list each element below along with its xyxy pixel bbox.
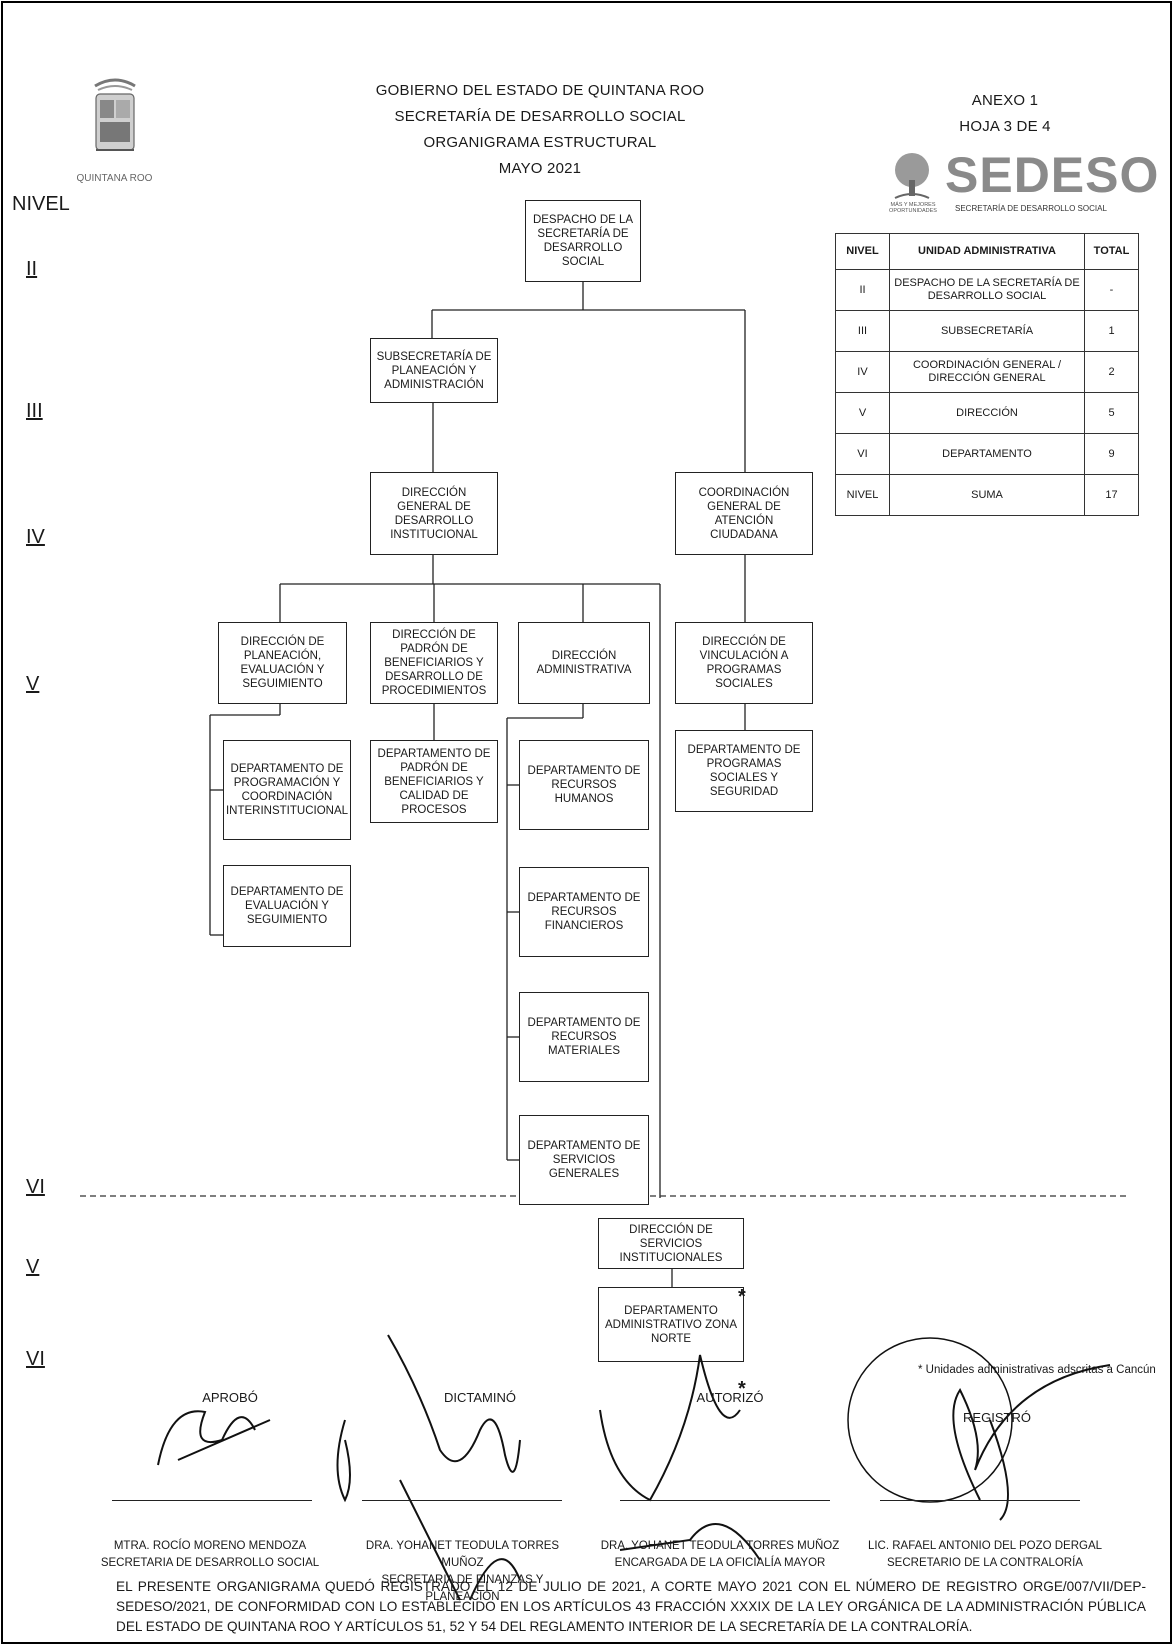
table-cell: DEPARTAMENTO — [889, 433, 1085, 475]
table-row: IV COORDINACIÓN GENERAL / DIRECCIÓN GENE… — [835, 351, 1139, 393]
state-shield-icon — [94, 78, 136, 151]
level-label: IV — [26, 526, 45, 548]
table-row: II DESPACHO DE LA SECRETARÍA DE DESARROL… — [835, 269, 1139, 311]
unit-coordinacion-general: COORDINACIÓN GENERAL DE ATENCIÓN CIUDADA… — [675, 472, 813, 555]
table-cell: 2 — [1084, 351, 1139, 393]
header-line-2: SECRETARÍA DE DESARROLLO SOCIAL — [394, 108, 686, 125]
annex-line-2: HOJA 3 DE 4 — [959, 118, 1051, 135]
table-cell: COORDINACIÓN GENERAL / DIRECCIÓN GENERAL — [889, 351, 1085, 393]
signer-name: DRA. YOHANET TEODULA TORRES MUÑOZ — [365, 1540, 560, 1569]
signature-role: DICTAMINÓ — [444, 1390, 516, 1405]
level-label: V — [26, 1256, 40, 1278]
table-cell: II — [835, 269, 890, 311]
table-cell: IV — [835, 351, 890, 393]
header-line-3: ORGANIGRAMA ESTRUCTURAL — [423, 134, 657, 151]
signature-name: LIC. RAFAEL ANTONIO DEL POZO DERGAL SECR… — [860, 1538, 1110, 1572]
table-cell: 9 — [1084, 433, 1139, 475]
summary-table: NIVEL UNIDAD ADMINISTRATIVA TOTAL II DES… — [835, 233, 1139, 516]
sedeso-tagline: MÁS Y MEJORES OPORTUNIDADES — [889, 202, 937, 214]
unit-dep-recursos-humanos: DEPARTAMENTO DE RECURSOS HUMANOS — [519, 740, 649, 830]
table-row: NIVEL SUMA 17 — [835, 474, 1139, 516]
header-title: GOBIERNO DEL ESTADO DE QUINTANA ROO SECR… — [300, 78, 780, 182]
level-label: VI — [26, 1176, 45, 1198]
table-row: III SUBSECRETARÍA 1 — [835, 310, 1139, 352]
signature-name: DRA. YOHANET TEODULA TORRES MUÑOZ ENCARG… — [600, 1538, 840, 1572]
header-line-1: GOBIERNO DEL ESTADO DE QUINTANA ROO — [375, 82, 705, 99]
signer-title: SECRETARIA DE FINANZAS Y PLANEACIÓN — [381, 1574, 544, 1603]
signer-title: SECRETARIO DE LA CONTRALORÍA — [887, 1557, 1083, 1569]
table-header-cell: TOTAL — [1084, 233, 1139, 270]
annex-label: ANEXO 1 HOJA 3 DE 4 — [930, 88, 1080, 140]
header-line-4: MAYO 2021 — [498, 160, 582, 177]
level-label: V — [26, 673, 40, 695]
unit-dep-evaluacion: DEPARTAMENTO DE EVALUACIÓN Y SEGUIMIENTO — [223, 865, 351, 947]
table-row: VI DEPARTAMENTO 9 — [835, 433, 1139, 475]
sedeso-subtitle: SECRETARÍA DE DESARROLLO SOCIAL — [955, 204, 1107, 213]
unit-dep-recursos-financieros: DEPARTAMENTO DE RECURSOS FINANCIEROS — [519, 867, 649, 957]
signature-name: MTRA. ROCÍO MORENO MENDOZA SECRETARIA DE… — [100, 1538, 320, 1572]
table-cell: - — [1084, 269, 1139, 311]
signer-name: MTRA. ROCÍO MORENO MENDOZA — [113, 1540, 307, 1552]
signature-role: REGISTRÓ — [963, 1410, 1031, 1425]
level-label: VI — [26, 1348, 45, 1370]
unit-dep-servicios-generales: DEPARTAMENTO DE SERVICIOS GENERALES — [519, 1115, 649, 1205]
unit-dep-recursos-materiales: DEPARTAMENTO DE RECURSOS MATERIALES — [519, 992, 649, 1082]
table-cell: 17 — [1084, 474, 1139, 516]
unit-despacho: DESPACHO DE LA SECRETARÍA DE DESARROLLO … — [525, 200, 641, 282]
quintana-roo-caption: QUINTANA ROO — [76, 173, 153, 184]
table-cell: 1 — [1084, 310, 1139, 352]
unit-dir-padron: DIRECCIÓN DE PADRÓN DE BENEFICIARIOS Y D… — [370, 622, 498, 704]
signature-role: AUTORIZÓ — [696, 1390, 764, 1405]
signer-name: LIC. RAFAEL ANTONIO DEL POZO DERGAL — [867, 1540, 1103, 1552]
signature-line — [620, 1500, 830, 1501]
table-header-row: NIVEL UNIDAD ADMINISTRATIVA TOTAL — [835, 233, 1139, 270]
sedeso-brand: SEDESO — [945, 147, 1160, 203]
unit-dep-zona-norte: DEPARTAMENTO ADMINISTRATIVO ZONA NORTE — [598, 1287, 744, 1362]
signature-line — [112, 1500, 312, 1501]
asterisk-mark: * — [738, 1378, 746, 1400]
table-cell: SUBSECRETARÍA — [889, 310, 1085, 352]
signature-role: APROBÓ — [202, 1390, 258, 1405]
unit-dir-vinculacion: DIRECCIÓN DE VINCULACIÓN A PROGRAMAS SOC… — [675, 622, 813, 704]
unit-dep-padron: DEPARTAMENTO DE PADRÓN DE BENEFICIARIOS … — [370, 740, 498, 823]
sedeso-logo: MÁS Y MEJORES OPORTUNIDADES SEDESO SECRE… — [885, 147, 1158, 220]
unit-dir-planeacion: DIRECCIÓN DE PLANEACIÓN, EVALUACIÓN Y SE… — [218, 622, 347, 704]
quintana-roo-seal — [80, 78, 150, 178]
table-cell: DESPACHO DE LA SECRETARÍA DE DESARROLLO … — [889, 269, 1085, 311]
unit-dep-programacion: DEPARTAMENTO DE PROGRAMACIÓN Y COORDINAC… — [223, 740, 351, 840]
nivel-label: NIVEL — [12, 193, 70, 215]
unit-subsecretaria: SUBSECRETARÍA DE PLANEACIÓN Y ADMINISTRA… — [370, 338, 498, 403]
asterisk-mark: * — [738, 1286, 746, 1308]
unit-direccion-general: DIRECCIÓN GENERAL DE DESARROLLO INSTITUC… — [370, 472, 498, 555]
level-label: III — [26, 400, 43, 422]
signer-title: ENCARGADA DE LA OFICIALÍA MAYOR — [614, 1557, 826, 1569]
signer-name: DRA. YOHANET TEODULA TORRES MUÑOZ — [600, 1540, 840, 1552]
signature-line — [880, 1500, 1080, 1501]
table-header-cell: UNIDAD ADMINISTRATIVA — [889, 233, 1085, 270]
signature-line — [362, 1500, 562, 1501]
signer-title: SECRETARIA DE DESARROLLO SOCIAL — [100, 1557, 320, 1569]
unit-dir-administrativa: DIRECCIÓN ADMINISTRATIVA — [518, 622, 650, 704]
signature-name: DRA. YOHANET TEODULA TORRES MUÑOZ SECRET… — [345, 1538, 580, 1606]
registration-footer: EL PRESENTE ORGANIGRAMA QUEDÓ REGISTRADO… — [116, 1579, 1146, 1634]
tree-icon — [894, 153, 930, 199]
unit-dep-programas-sociales: DEPARTAMENTO DE PROGRAMAS SOCIALES Y SEG… — [675, 730, 813, 812]
table-cell: III — [835, 310, 890, 352]
level-label: II — [26, 258, 38, 280]
annex-line-1: ANEXO 1 — [971, 92, 1039, 109]
unit-dir-servicios-institucionales: DIRECCIÓN DE SERVICIOS INSTITUCIONALES — [598, 1218, 744, 1269]
